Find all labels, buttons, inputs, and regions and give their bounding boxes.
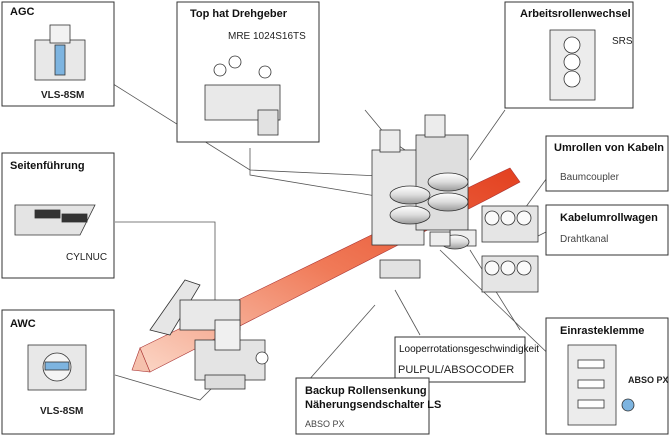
backup-title-line1: Backup Rollensenkung xyxy=(305,385,427,397)
leader-seitenfuehrung xyxy=(115,221,216,315)
agc-title: AGC xyxy=(10,6,35,18)
top-hat-illustration xyxy=(204,55,281,136)
looper-part-label: PULPUL/ABSOCODER xyxy=(398,364,515,376)
leader-looper xyxy=(394,289,421,336)
top-hat-part-label: MRE 1024S16TS xyxy=(228,31,306,42)
awc-title: AWC xyxy=(10,318,36,330)
backup-part-label: ABSO PX xyxy=(305,419,345,429)
leader-awc xyxy=(114,374,216,401)
top-hat-title: Top hat Drehgeber xyxy=(190,8,287,20)
awc-part-label: VLS-8SM xyxy=(40,406,84,417)
looper-roll xyxy=(429,231,470,250)
awc-cylinder-illustration xyxy=(27,344,87,391)
umrollen-part-label: Baumcoupler xyxy=(560,172,619,183)
arbeitsrollen-part-label: SRS xyxy=(612,36,633,47)
side-guide-assembly xyxy=(149,279,269,390)
leader-backup xyxy=(299,304,376,391)
einrast-part-label: ABSO PX xyxy=(628,375,669,385)
agc-cylinder-illustration xyxy=(34,24,86,81)
seitenfuehrung-title: Seitenführung xyxy=(10,160,85,172)
leader-top-hat xyxy=(249,148,401,201)
cable-wagons xyxy=(481,205,539,293)
backup-title-line2: Näherungsendschalter LS xyxy=(305,399,442,411)
kabelumroll-part-label: Drahtkanal xyxy=(560,234,609,245)
agc-part-label: VLS-8SM xyxy=(41,90,85,101)
work-roll-change-illustration xyxy=(549,29,596,101)
leader-einrast xyxy=(439,249,561,366)
arbeitsrollen-title: Arbeitsrollenwechsel xyxy=(520,8,631,20)
latching-clamp-illustration xyxy=(567,344,635,426)
seitenfuehrung-part-label: CYLNUC xyxy=(66,252,108,263)
kabelumroll-title: Kabelumrollwagen xyxy=(560,212,658,224)
leader-arbeitsrollen xyxy=(469,109,506,161)
mill-stand xyxy=(371,114,477,279)
side-guide-illustration xyxy=(14,204,96,236)
umrollen-title: Umrollen von Kabeln xyxy=(554,142,665,154)
einrast-title: Einrasteklemme xyxy=(560,325,645,337)
looper-title: Looperrotationsgeschwindigkeit xyxy=(399,344,540,355)
